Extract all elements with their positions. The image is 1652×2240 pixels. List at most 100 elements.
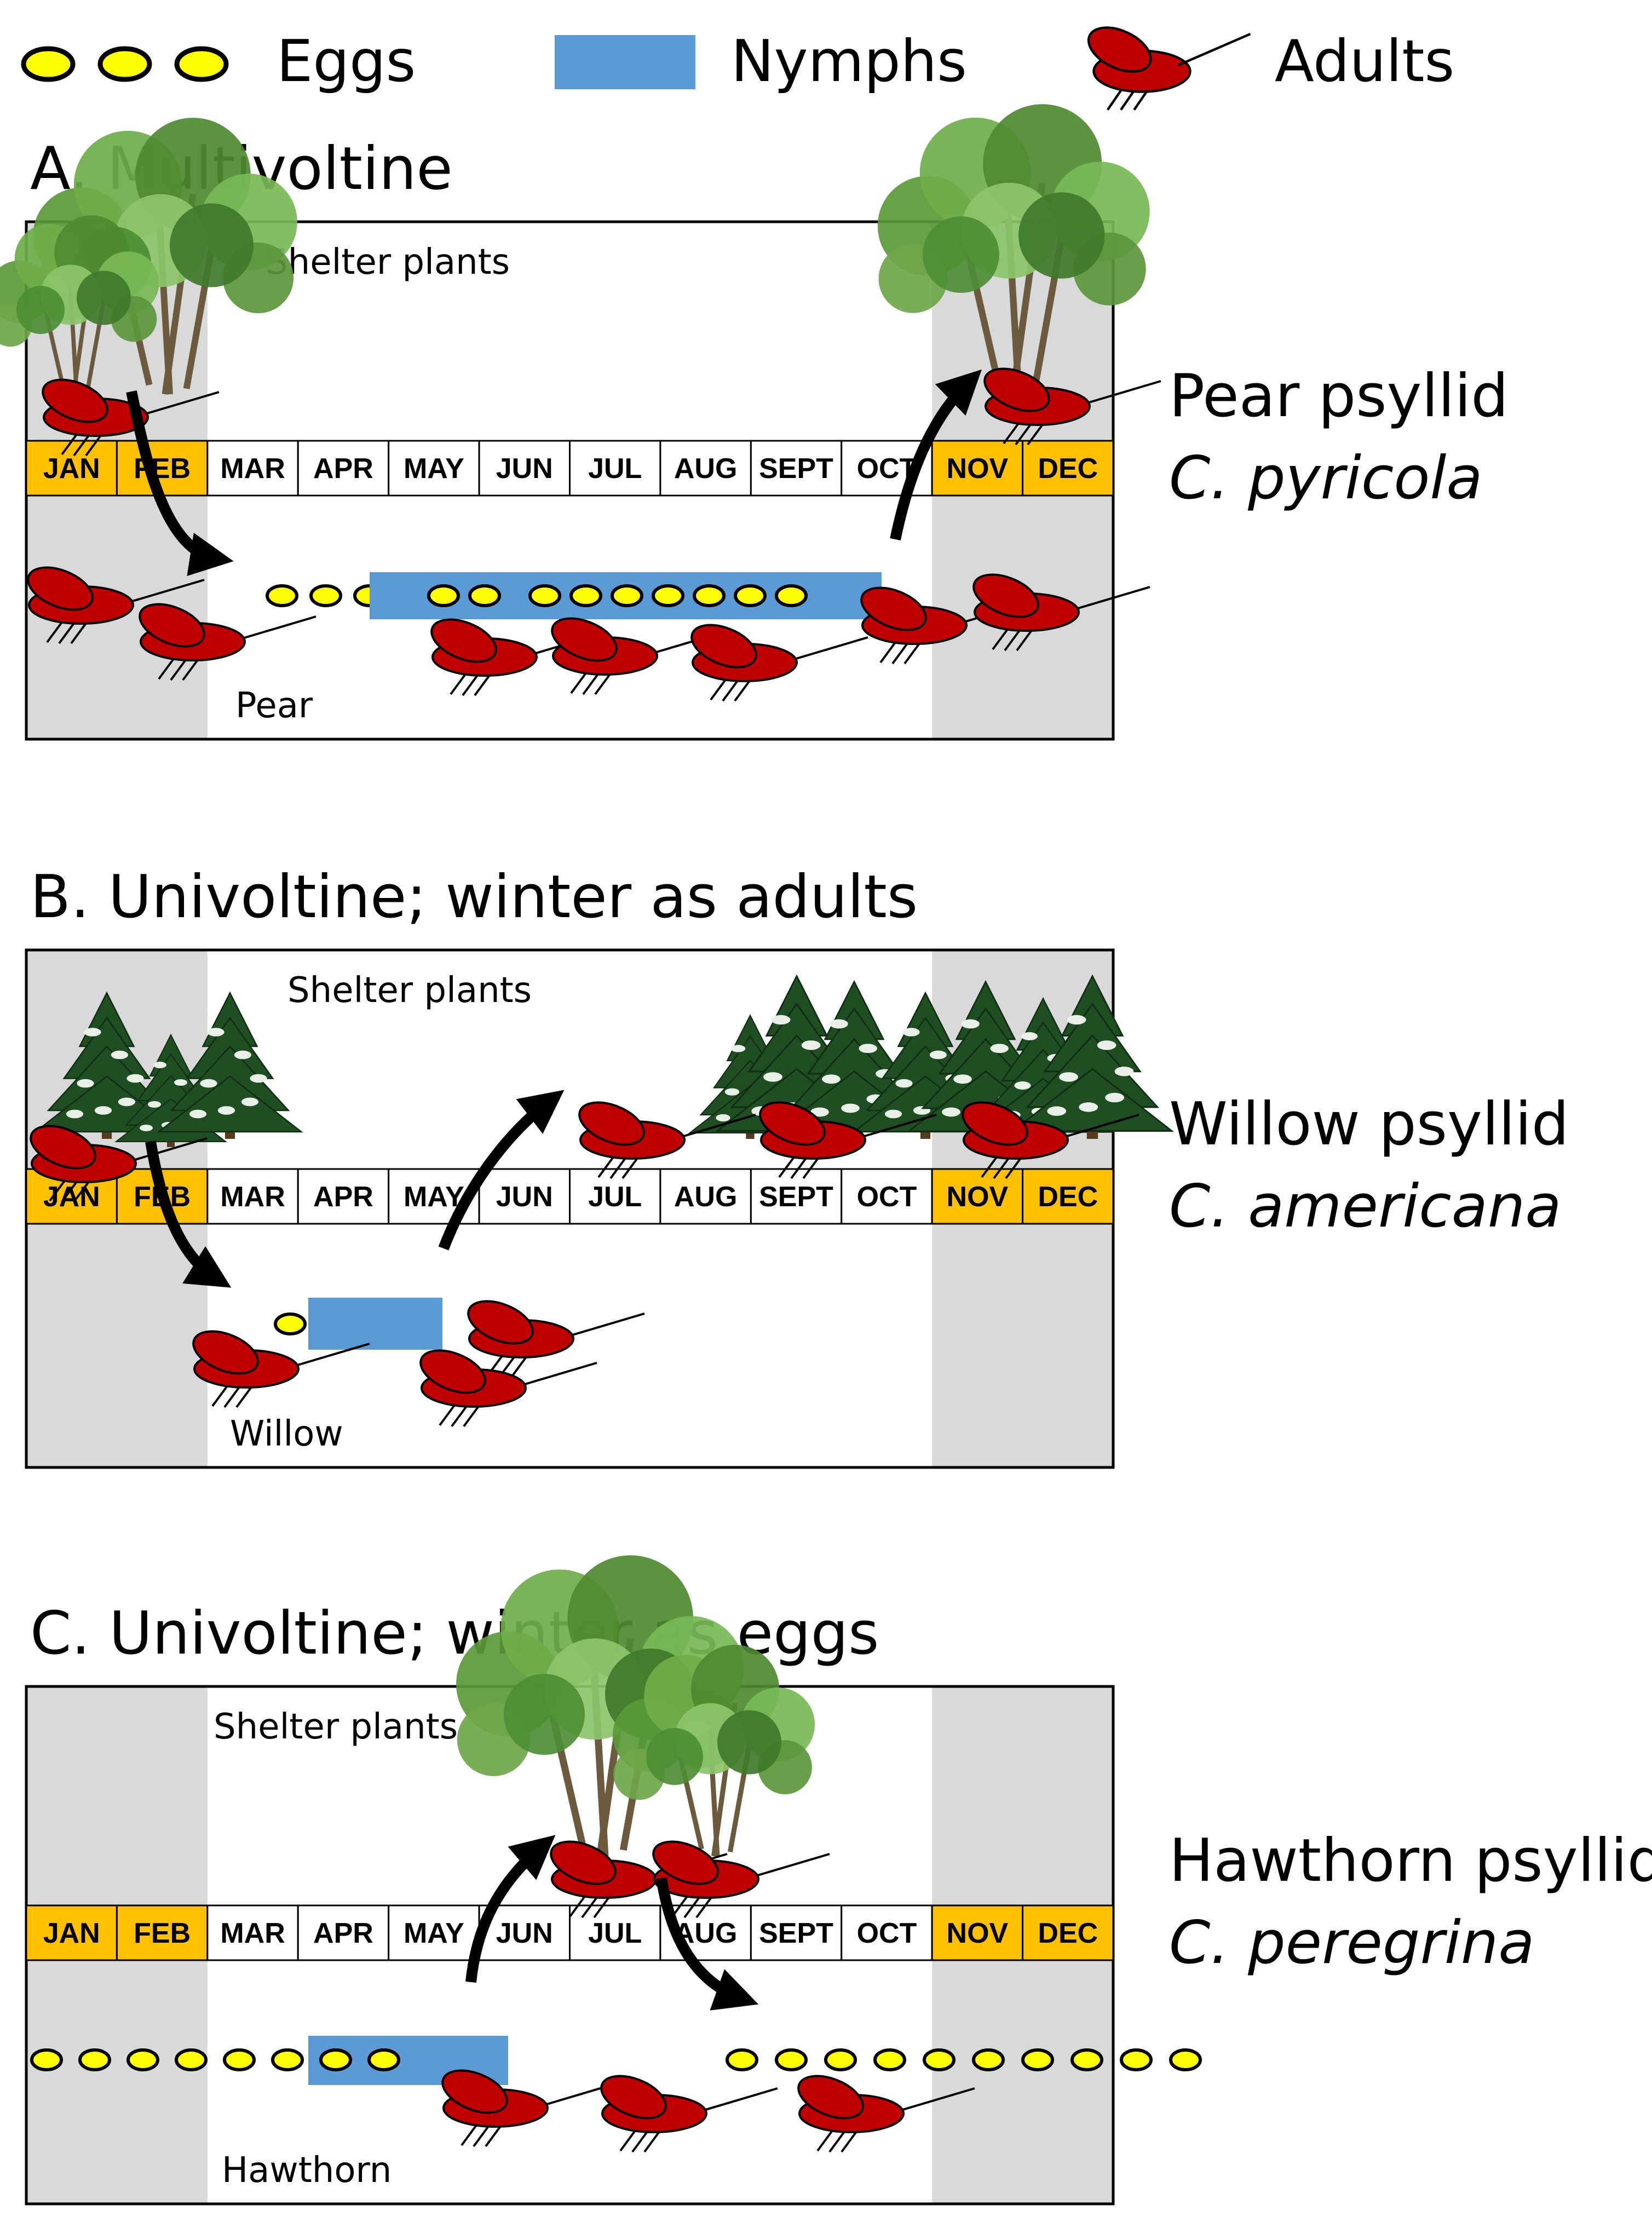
- egg-icon: [734, 584, 767, 607]
- egg-icon: [824, 2048, 857, 2071]
- egg-icon: [309, 584, 342, 607]
- deciduous-tree-icon: [877, 104, 1150, 389]
- panel-b-month-label-mar: MAR: [220, 1181, 285, 1213]
- panel-b-host-label: Willow: [230, 1414, 343, 1454]
- panel-c-month-label-sept: SEPT: [759, 1917, 833, 1949]
- panel-c-month-label-dec: DEC: [1038, 1917, 1098, 1949]
- panel-b-month-label-jul: JUL: [588, 1181, 642, 1213]
- panel-b-month-label-may: MAY: [404, 1181, 464, 1213]
- adult-psyllid-icon: [27, 566, 205, 644]
- panel-a-shelter-label: Shelter plants: [266, 242, 510, 283]
- legend-nymphs-swatch: [555, 35, 695, 89]
- panel-b-month-label-jun: JUN: [496, 1181, 553, 1213]
- legend: Eggs Nymphs Adults: [21, 26, 1454, 111]
- egg-icon: [569, 584, 602, 607]
- migration-arrow: [438, 1090, 565, 1251]
- panel-b-month-label-apr: APR: [313, 1181, 373, 1213]
- panel-a-month-label-mar: MAR: [220, 453, 285, 485]
- egg-icon: [528, 584, 561, 607]
- panel-a-month-cell-may: [388, 440, 480, 497]
- legend-adults-label: Adults: [1275, 28, 1454, 95]
- migration-arrow: [890, 369, 982, 541]
- panel-b-month-label-nov: NOV: [947, 1181, 1009, 1213]
- panel-c-month-cell-mar: [206, 1904, 299, 1961]
- egg-icon: [1021, 2048, 1054, 2071]
- panel-c-host-label: Hawthorn: [222, 2150, 392, 2191]
- egg-icon: [972, 2048, 1005, 2071]
- panel-b-month-label-dec: DEC: [1038, 1181, 1098, 1213]
- panel-c-month-label-oct: OCT: [857, 1917, 917, 1949]
- panel-c-month-label-jan: JAN: [43, 1917, 100, 1949]
- adult-psyllid-icon: [600, 2075, 778, 2153]
- adult-psyllid-icon: [30, 1125, 208, 1203]
- panel-c-month-label-may: MAY: [404, 1917, 464, 1949]
- panel-a-month-label-jan: JAN: [43, 453, 100, 485]
- panel-b-month-label-oct: OCT: [857, 1181, 917, 1213]
- egg-icon: [468, 584, 501, 607]
- panel-c-shelter-label: Shelter plants: [214, 1707, 458, 1747]
- adult-psyllid-icon: [972, 573, 1150, 652]
- adult-psyllid-icon: [759, 1101, 937, 1179]
- adult-psyllid-icon: [139, 603, 316, 681]
- adult-psyllid-icon: [983, 367, 1161, 446]
- egg-icon: [266, 584, 298, 607]
- egg-icon: [319, 2048, 352, 2071]
- panel-b-species-common: Willow psyllid: [1169, 1090, 1569, 1159]
- panel-c-month-cell-dec: [1022, 1904, 1114, 1961]
- panel-a-month-label-nov: NOV: [947, 453, 1009, 485]
- adult-psyllid-icon: [467, 1300, 645, 1378]
- panel-b-month-cell-jul: [569, 1168, 661, 1225]
- panel-b-title: B. Univoltine; winter as adults: [30, 863, 918, 931]
- panel-a-month-cell-mar: [206, 440, 299, 497]
- adult-psyllid-icon: [42, 378, 220, 457]
- panel-a-month-cell-jul: [569, 440, 661, 497]
- nymph-bar: [308, 1298, 442, 1350]
- migration-arrow: [145, 1141, 232, 1288]
- egg-icon: [611, 584, 643, 607]
- conifer-tree-icon: [157, 991, 303, 1139]
- egg-icon: [652, 584, 684, 607]
- panel-a-species-common: Pear psyllid: [1169, 362, 1509, 430]
- deciduous-tree-icon: [612, 1644, 815, 1857]
- migration-arrow: [126, 390, 234, 576]
- egg-icon: [126, 2048, 159, 2071]
- panel-c-month-label-jul: JUL: [588, 1917, 642, 1949]
- egg-icon: [271, 2048, 304, 2071]
- panel-c-month-label-feb: FEB: [134, 1917, 191, 1949]
- panel-b-month-cell-jun: [478, 1168, 571, 1225]
- panel-b-month-cell-dec: [1022, 1168, 1114, 1225]
- panel-a-month-label-apr: APR: [313, 453, 373, 485]
- panel-c-month-label-mar: MAR: [220, 1917, 285, 1949]
- adult-psyllid-icon: [551, 617, 729, 695]
- panel-a-month-label-may: MAY: [404, 453, 464, 485]
- legend-eggs-label: Eggs: [277, 28, 416, 95]
- egg-icon: [367, 2048, 400, 2071]
- migration-arrow: [465, 1835, 556, 1983]
- egg-icon: [223, 2048, 256, 2071]
- panel-c-species-common: Hawthorn psyllid: [1169, 1827, 1652, 1895]
- adult-psyllid-icon: [962, 1101, 1139, 1179]
- migration-arrow: [656, 1877, 759, 2011]
- egg-icon: [427, 584, 460, 607]
- adult-psyllid-icon: [419, 1349, 597, 1427]
- legend-nymphs-label: Nymphs: [731, 28, 967, 95]
- egg-icon: [1120, 2048, 1153, 2071]
- deciduous-tree-icon: [0, 215, 159, 395]
- egg-icon: [873, 2048, 906, 2071]
- panel-a-month-cell-dec: [1022, 440, 1114, 497]
- panel-a-month-label-jul: JUL: [588, 453, 642, 485]
- adult-psyllid-icon: [430, 618, 608, 696]
- panel-c-month-cell-sept: [750, 1904, 843, 1961]
- adult-psyllid-icon: [192, 1330, 370, 1408]
- adult-psyllid-icon: [690, 624, 868, 702]
- panel-b-month-cell-oct: [841, 1168, 933, 1225]
- egg-icon: [175, 2048, 208, 2071]
- panel-a-host-label: Pear: [235, 686, 313, 726]
- panel-a-species-latin: C. pyricola: [1169, 444, 1483, 513]
- adult-psyllid-icon: [441, 2069, 619, 2147]
